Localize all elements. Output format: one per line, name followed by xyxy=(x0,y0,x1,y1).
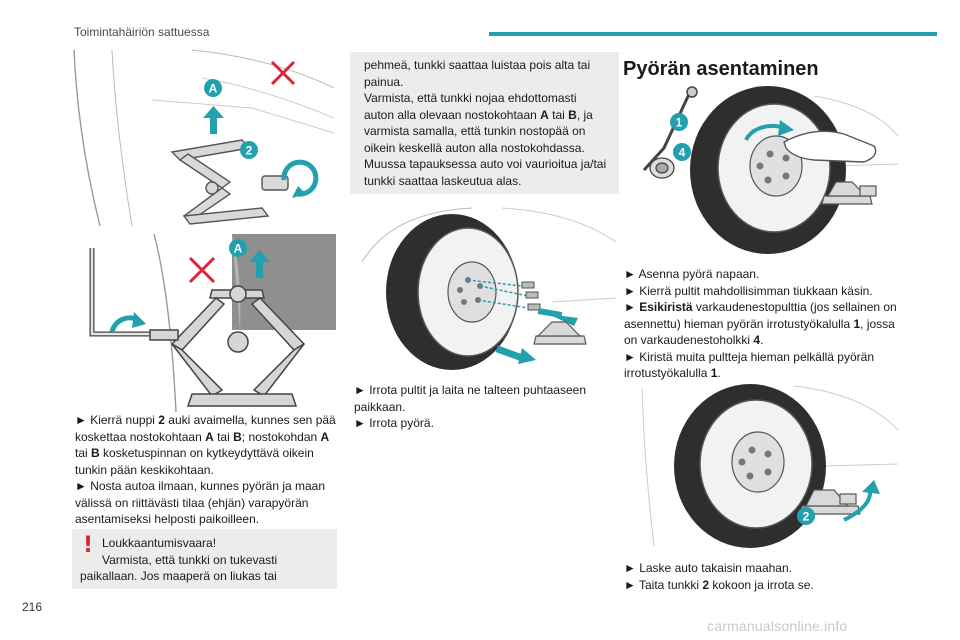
figure-jack-lift: A 2 xyxy=(72,48,336,228)
svg-text:A: A xyxy=(209,82,218,96)
page-number: 216 xyxy=(22,600,43,614)
label-1-marker: 1 xyxy=(670,113,688,131)
warning-title: Loukkaantumisvaara! xyxy=(102,536,217,550)
label-2-marker: 2 xyxy=(240,141,258,159)
label-a-marker-2: A xyxy=(229,239,247,257)
warning-box-continued: pehmeä, tunkki saattaa luistaa pois alta… xyxy=(350,52,619,194)
figure-jack-closeup: A xyxy=(72,234,336,414)
label-4-marker: 4 xyxy=(673,143,691,161)
instruction-text-mount: ► Asenna pyörä napaan. ► Kierrä pultit m… xyxy=(624,267,897,380)
red-cross-icon xyxy=(270,60,296,86)
svg-text:1: 1 xyxy=(676,116,683,130)
label-a-marker: A xyxy=(204,79,222,97)
instruction-text-lower: ► Laske auto takaisin maahan. ► Taita tu… xyxy=(624,561,814,592)
svg-text:A: A xyxy=(234,242,243,256)
exclamation-icon: ! xyxy=(83,533,94,558)
section-title-mounting: Pyörän asentaminen xyxy=(623,58,819,80)
svg-text:4: 4 xyxy=(679,146,686,160)
warning-box-injury: ! Loukkaantumisvaara! Varmista, että tun… xyxy=(72,529,337,589)
instruction-text-bolts: ► Irrota pultit ja laita ne talteen puht… xyxy=(354,383,587,430)
figure-wheel-lower: 2 xyxy=(634,380,900,548)
figure-wheel-mount: 1 4 xyxy=(634,86,900,254)
label-2-marker-2: 2 xyxy=(797,507,815,525)
header-accent-bar xyxy=(489,32,937,36)
instruction-text-jack: ► Kierrä nuppi 2 auki avaimella, kunnes … xyxy=(75,413,336,526)
instruction-text-lift: ► Nosta autoa ilmaan, kunnes pyörän ja m… xyxy=(75,479,326,526)
watermark-text: carmanualsonline.info xyxy=(707,618,848,634)
svg-text:2: 2 xyxy=(246,144,253,158)
svg-text:2: 2 xyxy=(803,510,810,524)
section-header-title: Toimintahäiriön sattuessa xyxy=(74,25,210,39)
figure-wheel-remove xyxy=(352,202,618,372)
red-cross-icon-2 xyxy=(188,256,216,284)
warning-body: Varmista, että tunkki on tukevasti paika… xyxy=(80,552,278,584)
